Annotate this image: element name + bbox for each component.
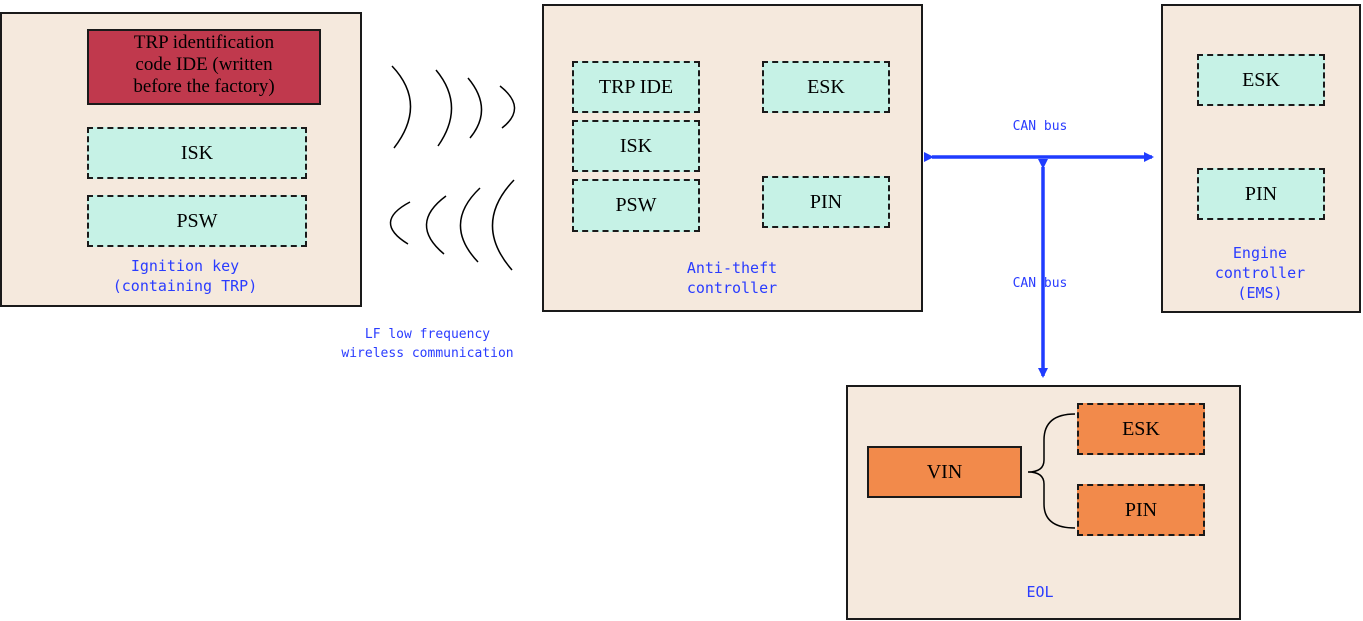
wave-out-icon bbox=[391, 65, 516, 149]
wave-in-icon bbox=[389, 179, 515, 271]
key-psw-box: PSW bbox=[87, 195, 307, 247]
anti-psw-box: PSW bbox=[572, 179, 700, 232]
trp-ide-box: TRP identification code IDE (written bef… bbox=[87, 29, 321, 105]
anti-pin-box: PIN bbox=[762, 176, 890, 228]
ignition-key-label: Ignition key (containing TRP) bbox=[112, 257, 258, 295]
engine-label: Engine controller (EMS) bbox=[1214, 244, 1306, 302]
anti-esk-box: ESK bbox=[762, 61, 890, 113]
anti-theft-label: Anti-theft controller bbox=[686, 259, 778, 297]
wireless-label: LF low frequency wireless communication bbox=[341, 327, 514, 361]
can-bus-vertical-label: CAN bus bbox=[1012, 276, 1068, 291]
can-bus-top-label: CAN bus bbox=[1012, 119, 1068, 134]
eol-pin-box: PIN bbox=[1077, 484, 1205, 536]
eol-esk-box: ESK bbox=[1077, 403, 1205, 455]
eol-vin-box: VIN bbox=[867, 446, 1022, 498]
eol-label: EOL bbox=[1026, 583, 1054, 601]
anti-isk-box: ISK bbox=[572, 120, 700, 172]
eol-brace-icon bbox=[1027, 413, 1076, 529]
engine-pin-box: PIN bbox=[1197, 168, 1325, 220]
anti-trp-ide-box: TRP IDE bbox=[572, 61, 700, 113]
key-isk-box: ISK bbox=[87, 127, 307, 179]
engine-esk-box: ESK bbox=[1197, 54, 1325, 106]
